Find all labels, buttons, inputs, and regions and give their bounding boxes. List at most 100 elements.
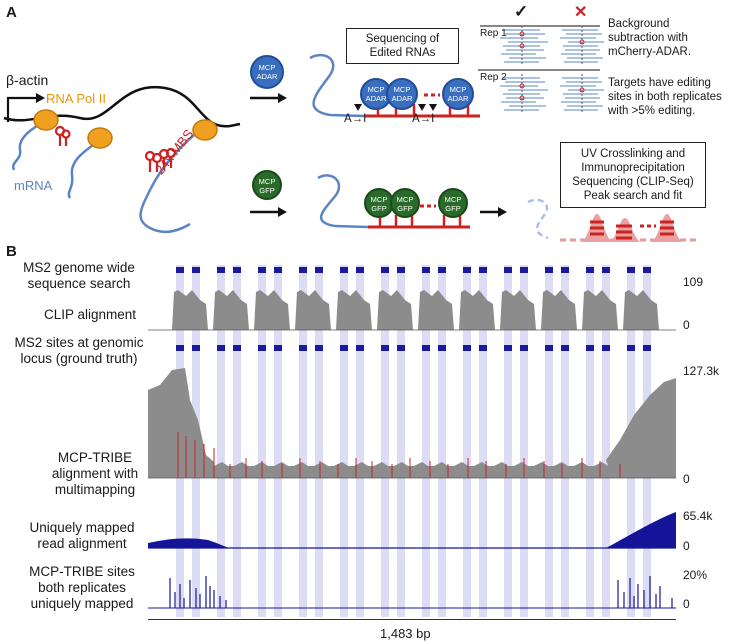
- ms2-site-band: [258, 265, 266, 617]
- mcp-gfp-badge: MCP GFP: [252, 170, 282, 200]
- clip-ymin: 0: [683, 318, 690, 332]
- ms2-site-band: [299, 265, 307, 617]
- rep1-label: Rep 1: [480, 28, 507, 39]
- panel-b-label: B: [6, 243, 17, 260]
- track-label-ground-truth-line1: MS2 sites at genomic: [14, 335, 144, 350]
- ms2-site-band: [586, 265, 594, 617]
- ms2-site-band: [422, 265, 430, 617]
- edit-label-2: A→I: [412, 113, 435, 125]
- hairpin-group-2: [144, 147, 177, 172]
- note-background-line2: subtraction with: [608, 32, 688, 44]
- clip-box-line4: Peak search and fit: [583, 190, 683, 202]
- ms2-search-site: [422, 267, 430, 273]
- mcp-adar-badge-line1: MCP: [258, 63, 276, 72]
- scale-bar: [148, 619, 676, 620]
- ms2-ground-truth-site: [340, 345, 348, 351]
- mcp-adar-badge-line2: ADAR: [256, 72, 278, 81]
- ms2-search-site: [356, 267, 364, 273]
- sequencing-box-line2: Edited RNAs: [369, 47, 436, 59]
- ms2-ground-truth-site: [602, 345, 610, 351]
- mrna-strand-1: [11, 118, 47, 171]
- ms2-site-band: [545, 265, 553, 617]
- pol-ii-1: [33, 109, 59, 131]
- bound-mcp-gfp-2: MCP GFP: [390, 188, 420, 218]
- track-label-tribe-multi: MCP-TRIBE alignment with multimapping: [40, 450, 150, 498]
- ms2-ground-truth-site: [176, 345, 184, 351]
- ms2-search-site: [561, 267, 569, 273]
- ms2-ground-truth-site: [192, 345, 200, 351]
- bound-mcp-gfp-1-line2: GFP: [371, 204, 387, 213]
- ms2-ground-truth-site: [463, 345, 471, 351]
- ms2-site-band: [340, 265, 348, 617]
- edit-triangle-icon-3: [429, 104, 437, 111]
- ms2-search-site: [520, 267, 528, 273]
- cross-mark-icon: ✕: [574, 4, 588, 21]
- ms2-search-site: [340, 267, 348, 273]
- clip-coverage: [148, 290, 676, 330]
- ms2-site-band: [315, 265, 323, 617]
- bound-mcp-adar-1-line1: MCP: [367, 85, 385, 94]
- mrna-label: mRNA: [14, 178, 53, 193]
- bound-mcp-gfp-3-line1: MCP: [444, 195, 462, 204]
- track-label-clip-line1: CLIP alignment: [43, 307, 137, 322]
- bound-mcp-adar-3: MCP ADAR: [442, 78, 474, 110]
- note-targets-line2: sites in both replicates: [608, 91, 722, 103]
- ms2-site-band: [520, 265, 528, 617]
- gene-label: β-actin: [6, 72, 49, 88]
- hairpin-group-1: [54, 125, 71, 146]
- sites-ymin: 0: [683, 597, 690, 611]
- note-targets-line1: Targets have editing: [608, 77, 711, 89]
- top-mrna: [309, 53, 366, 118]
- ms2-ground-truth-site: [356, 345, 364, 351]
- tribe-ymax: 127.3k: [683, 364, 720, 378]
- ms2-search-site: [258, 267, 266, 273]
- bound-mcp-gfp-1-line1: MCP: [370, 195, 388, 204]
- note-background-line1: Background: [608, 18, 670, 30]
- note-targets: Targets have editing sites in both repli…: [608, 76, 722, 118]
- track-label-ground-truth: MS2 sites at genomic locus (ground truth…: [4, 335, 154, 367]
- clip-box: UV Crosslinking and Immunoprecipitation …: [560, 142, 706, 208]
- ms2-ground-truth-site: [258, 345, 266, 351]
- ms2-search-site: [381, 267, 389, 273]
- ms2-site-band: [438, 265, 446, 617]
- track-label-unique-line1: Uniquely mapped: [29, 520, 135, 535]
- edit-label-1: A→I: [344, 113, 367, 125]
- bound-mcp-adar-2: MCP ADAR: [386, 78, 418, 110]
- sequencing-box: Sequencing of Edited RNAs: [346, 28, 459, 64]
- check-mark-icon: ✓: [514, 2, 529, 21]
- track-label-tribe-multi-line1: MCP-TRIBE: [57, 450, 133, 465]
- ms2-search-site: [217, 267, 225, 273]
- ms2-ground-truth-site: [545, 345, 553, 351]
- ms2-site-band: [397, 265, 405, 617]
- ms2-site-band: [504, 265, 512, 617]
- track-label-ground-truth-line2: locus (ground truth): [20, 351, 138, 366]
- ms2-search-site: [586, 267, 594, 273]
- panel-a-drawing: [3, 25, 700, 242]
- track-label-tribe-sites-line1: MCP-TRIBE sites: [29, 564, 135, 579]
- track-label-tribe-sites-line3: uniquely mapped: [30, 596, 134, 611]
- clip-box-line1: UV Crosslinking and: [580, 148, 686, 160]
- ms2-search-site: [438, 267, 446, 273]
- note-background: Background subtraction with mCherry-ADAR…: [608, 17, 691, 59]
- clip-box-line2: Immunoprecipitation: [581, 162, 685, 174]
- mrna-strand-2: [67, 138, 101, 199]
- pol-ii-label: RNA Pol II: [46, 91, 106, 106]
- tribe-multimap-coverage: [148, 368, 676, 478]
- mcp-gfp-badge-line1: MCP: [258, 177, 276, 186]
- ms2-search-site: [274, 267, 282, 273]
- ms2-ground-truth-site: [274, 345, 282, 351]
- ms2-ground-truth-site: [504, 345, 512, 351]
- mcp-gfp-badge-line2: GFP: [259, 186, 275, 195]
- track-label-tribe-multi-line2: alignment with: [51, 466, 139, 481]
- ms2-ground-truth-site: [233, 345, 241, 351]
- track-label-ms2-search-line1: MS2 genome wide: [23, 260, 135, 275]
- promoter-arrow-icon: [6, 96, 40, 122]
- ms2-site-band: [217, 265, 225, 617]
- unique-ymin: 0: [683, 539, 690, 553]
- ms2-ground-truth-site: [561, 345, 569, 351]
- ms2-search-site: [397, 267, 405, 273]
- bound-mcp-adar-2-line2: ADAR: [391, 94, 413, 103]
- track-label-ms2-search: MS2 genome wide sequence search: [14, 260, 144, 292]
- ms2-search-site: [479, 267, 487, 273]
